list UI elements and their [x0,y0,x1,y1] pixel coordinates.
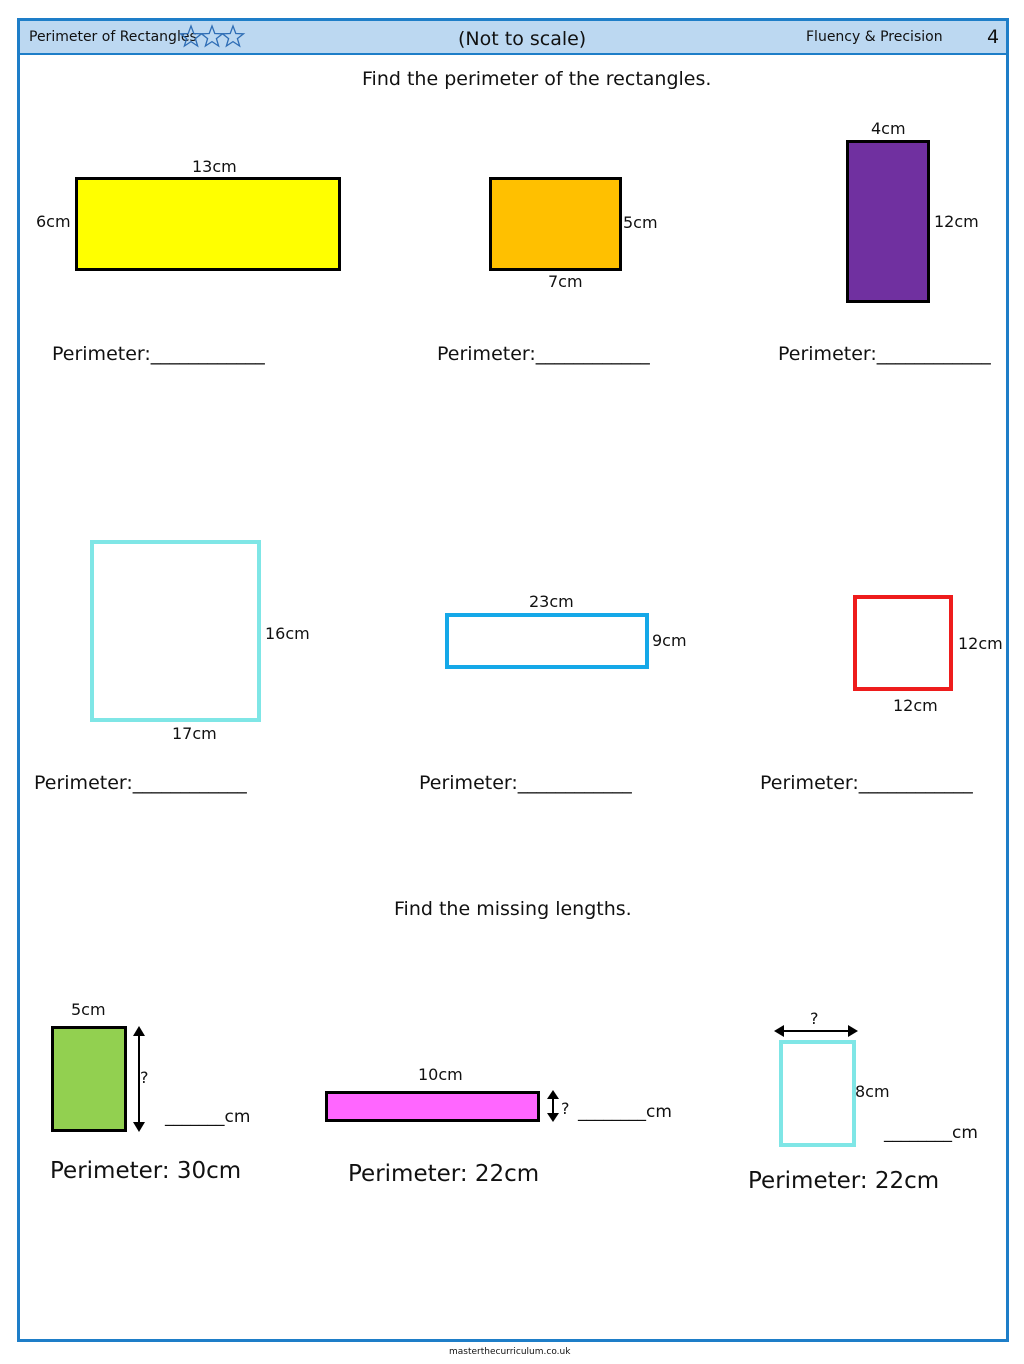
rectangle-purple [846,140,930,303]
not-to-scale-note: (Not to scale) [458,28,587,50]
perimeter-answer-1[interactable]: Perimeter:____________ [52,343,265,365]
rect5-top-label: 23cm [529,592,574,611]
rect2-side-label: 5cm [623,213,658,232]
category-label: Fluency & Precision [806,29,943,45]
rectangle-red [853,595,953,691]
rect1-top-label: 13cm [192,157,237,176]
missing3-unknown-label: ? [810,1009,819,1028]
missing1-answer[interactable]: _______cm [165,1107,251,1127]
missing2-answer[interactable]: ________cm [578,1102,672,1122]
missing3-answer[interactable]: ________cm [884,1123,978,1143]
perimeter-answer-4[interactable]: Perimeter:____________ [34,772,247,794]
perimeter-answer-2[interactable]: Perimeter:____________ [437,343,650,365]
horizontal-double-arrow-icon [774,1025,858,1037]
rectangle-yellow [75,177,341,271]
vertical-double-arrow-icon [133,1026,145,1132]
rect4-bottom-label: 17cm [172,724,217,743]
rectangle-blue [445,613,649,669]
rect4-side-label: 16cm [265,624,310,643]
rect3-side-label: 12cm [934,212,979,231]
rectangle-green [51,1026,127,1132]
rect5-side-label: 9cm [652,631,687,650]
missing1-unknown-label: ? [140,1068,149,1087]
three-outline-stars-icon [178,24,246,48]
header-bar [20,21,1006,55]
page-border [17,18,1009,1342]
missing2-known-label: 10cm [418,1065,463,1084]
rectangle-pink [325,1091,540,1122]
section1-instruction: Find the perimeter of the rectangles. [362,68,712,90]
footer-url[interactable]: masterthecurriculum.co.uk [449,1347,571,1357]
rect6-side-label: 12cm [958,634,1003,653]
missing2-unknown-label: ? [561,1099,570,1118]
rectangle-cyan-outline [779,1040,856,1147]
missing3-perimeter: Perimeter: 22cm [748,1168,940,1194]
rectangle-light-cyan [90,540,261,722]
missing1-known-label: 5cm [71,1000,106,1019]
perimeter-answer-6[interactable]: Perimeter:____________ [760,772,973,794]
missing3-known-label: 8cm [855,1082,890,1101]
missing2-perimeter: Perimeter: 22cm [348,1161,540,1187]
rect3-top-label: 4cm [871,119,906,138]
perimeter-answer-3[interactable]: Perimeter:____________ [778,343,991,365]
section2-instruction: Find the missing lengths. [394,898,632,920]
rect6-bottom-label: 12cm [893,696,938,715]
rect2-bottom-label: 7cm [548,272,583,291]
missing1-perimeter: Perimeter: 30cm [50,1158,242,1184]
vertical-double-arrow-icon [547,1090,559,1122]
rectangle-orange [489,177,622,271]
page-number: 4 [987,26,1000,48]
rect1-side-label: 6cm [36,212,71,231]
perimeter-answer-5[interactable]: Perimeter:____________ [419,772,632,794]
worksheet-title: Perimeter of Rectangles [29,29,197,45]
